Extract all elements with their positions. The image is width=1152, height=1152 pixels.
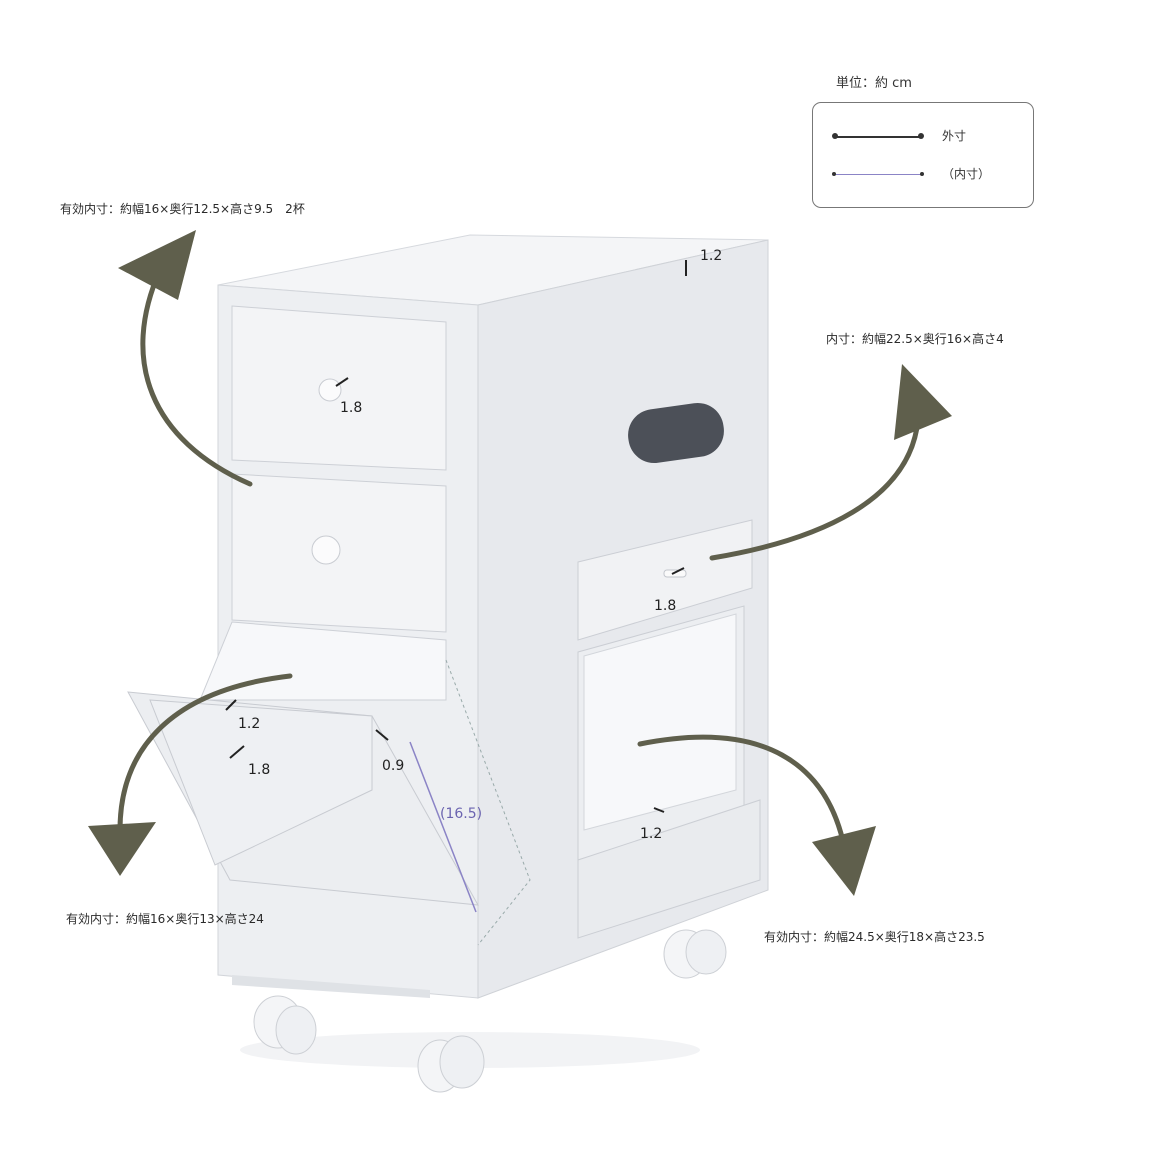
left-base	[232, 975, 430, 998]
drawer-right	[577, 519, 753, 641]
outer-line-start-dot	[832, 133, 838, 139]
arrow-shelf-curve	[637, 734, 849, 859]
inner-line-end-dot	[920, 172, 924, 176]
outer-dimension-line	[834, 136, 922, 138]
dim-bin-diagonal: (16.5)	[440, 806, 483, 822]
arrow-shelf-head	[812, 826, 876, 896]
dim-shelf-bottom: 1.2	[640, 826, 663, 842]
tissue-slot	[628, 402, 724, 464]
tick-shelf-bottom	[653, 807, 665, 813]
legend-row-outer: 外寸	[828, 126, 1028, 146]
inner-dimension-line	[834, 174, 922, 175]
dim-bin-edge: 1.2	[238, 716, 261, 732]
dim-knob-right: 1.8	[654, 598, 677, 614]
arrow-bin-curve	[117, 673, 293, 833]
arrow-top-left-head	[118, 230, 196, 300]
tilt-bin-front	[149, 699, 373, 866]
caster-back	[663, 929, 727, 979]
arrow-right-curve	[709, 417, 921, 561]
arrow-bin-head	[88, 822, 156, 876]
annotation-tilt-bin: 有効内寸：約幅16×奥行13×高さ24	[66, 912, 264, 926]
tick-bin-knob	[229, 745, 245, 759]
legend-title: 単位：約 cm	[836, 76, 912, 91]
dim-knob-top: 1.8	[340, 400, 363, 416]
caster-front-left	[253, 995, 317, 1055]
legend-outer-label: 外寸	[942, 129, 967, 143]
annotation-right-drawer: 内寸：約幅22.5×奥行16×高さ4	[826, 332, 1004, 346]
legend-inner-label: （内寸）	[942, 167, 991, 181]
inner-line-start-dot	[832, 172, 836, 176]
shelf-base	[577, 799, 761, 939]
dim-top-panel: 1.2	[700, 248, 723, 264]
dim-bin-side: 0.9	[382, 758, 405, 774]
tick-knob-right	[671, 567, 685, 575]
outer-line-end-dot	[918, 133, 924, 139]
diagonal-measure-line	[409, 741, 477, 913]
tick-knob-top	[335, 377, 349, 387]
knob-second	[311, 535, 341, 565]
arrow-right-head	[894, 364, 952, 440]
legend-row-inner: （内寸）	[828, 164, 1028, 184]
annotation-top-left-drawers: 有効内寸：約幅16×奥行12.5×高さ9.5 2杯	[60, 202, 305, 216]
caster-front-right	[417, 1035, 485, 1093]
annotation-right-shelf: 有効内寸：約幅24.5×奥行18×高さ23.5	[764, 930, 985, 944]
shelf-inner	[583, 613, 737, 831]
legend-box	[812, 102, 1034, 208]
dim-bin-knob: 1.8	[248, 762, 271, 778]
knob-top	[318, 378, 342, 402]
tick-bin-side	[375, 729, 389, 741]
tick-bin-edge	[225, 699, 237, 711]
arrow-top-left-curve	[140, 267, 253, 487]
swing-guide	[445, 659, 531, 946]
